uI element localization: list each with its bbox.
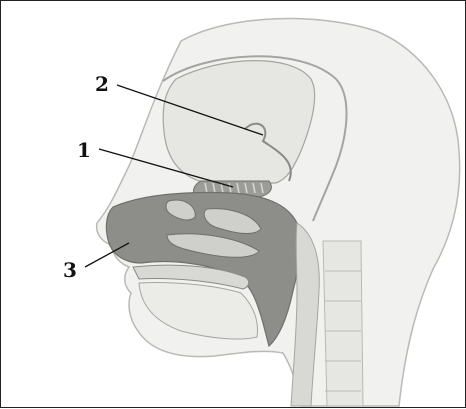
- cervical-spine: [323, 241, 363, 406]
- callout-3: 3: [63, 258, 77, 282]
- cranial-region: [163, 61, 314, 183]
- callout-2: 2: [95, 72, 109, 96]
- callout-1: 1: [77, 138, 91, 162]
